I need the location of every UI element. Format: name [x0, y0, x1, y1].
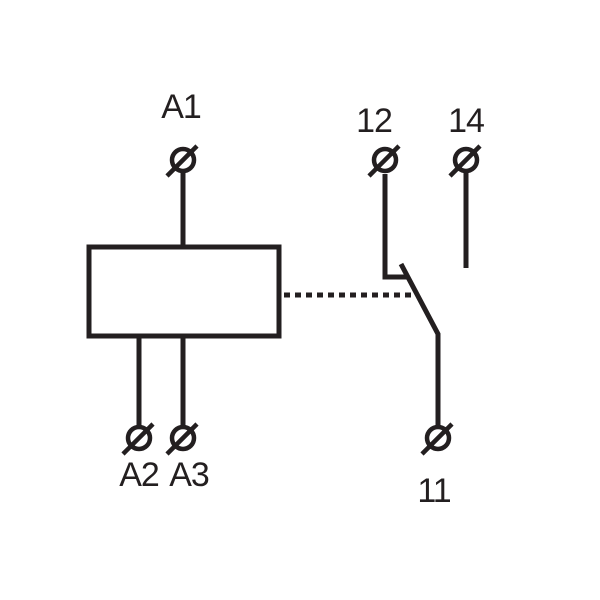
- changeover-contact-icon: [398, 262, 441, 425]
- screw-terminal-icon: [165, 144, 199, 178]
- screw-terminal-icon: [448, 144, 482, 178]
- terminal-label-14: 14: [448, 102, 484, 140]
- terminal-label-a2: A2: [119, 456, 159, 494]
- screw-terminal-icon: [367, 144, 401, 178]
- wire-12: [382, 174, 409, 280]
- screw-terminal-icon: [420, 422, 454, 456]
- terminal-label-12: 12: [356, 102, 392, 140]
- wiring: [136, 172, 469, 425]
- terminal-label-11: 11: [417, 472, 450, 510]
- terminal-label-a3: A3: [169, 456, 209, 494]
- terminal-label-a1: A1: [161, 88, 201, 126]
- relay-coil-icon: [86, 244, 282, 339]
- screw-terminal-icon: [165, 422, 199, 456]
- screw-terminal-icon: [121, 422, 155, 456]
